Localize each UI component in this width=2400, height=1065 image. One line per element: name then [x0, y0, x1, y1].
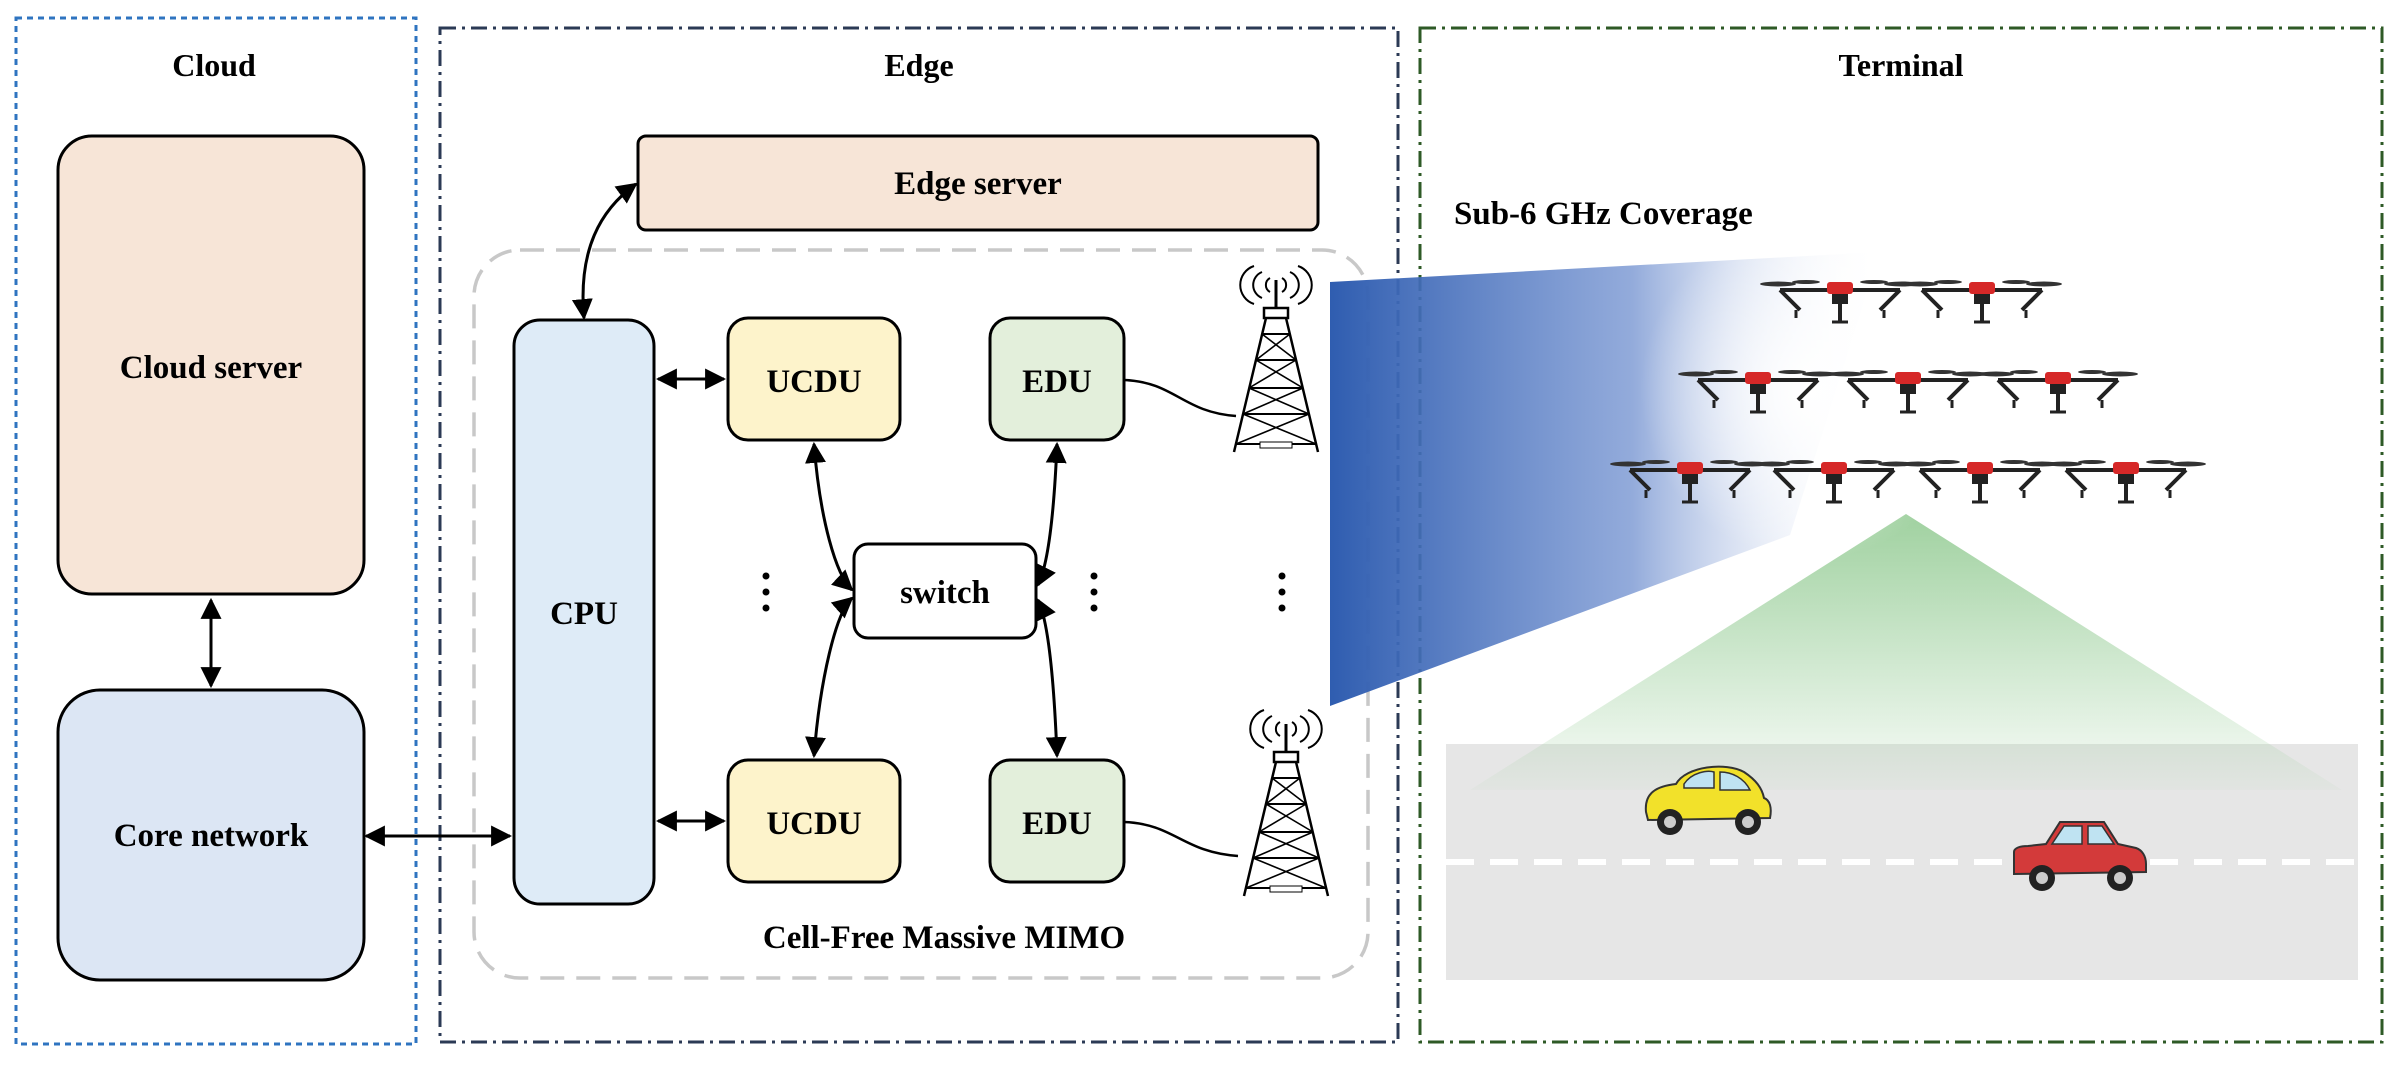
ucdu-bottom-switch-link: [805, 596, 854, 759]
cell-free-label: Cell-Free Massive MIMO: [763, 920, 1125, 956]
edu-top-tower-cable: [1123, 378, 1237, 418]
edu-bottom-box: [988, 758, 1126, 884]
cpu-label: CPU: [550, 596, 618, 632]
ucdu-top-label: UCDU: [766, 364, 861, 400]
cloud-panel-title: Cloud: [172, 47, 256, 83]
cloud-server-label: Cloud server: [120, 350, 302, 386]
drone-icon: [2044, 458, 2208, 504]
cpu-edge-server-link: [571, 182, 638, 321]
ucdu-bottom-label: UCDU: [766, 806, 861, 842]
vertical-ellipsis-ucdu: [762, 572, 770, 612]
car-icon: [1644, 765, 1772, 835]
car-icon: [2013, 821, 2147, 891]
core-network-label: Core network: [114, 818, 309, 854]
edu-bottom-tower-cable: [1123, 820, 1239, 858]
terminal-panel-title: Terminal: [1838, 47, 1963, 83]
cloud-server-box: [56, 134, 366, 596]
coverage-label: Sub-6 GHz Coverage: [1454, 196, 1753, 232]
edge-server-label: Edge server: [894, 166, 1062, 202]
drone-icon: [1976, 368, 2140, 414]
edu-top-label: EDU: [1022, 364, 1092, 400]
edge-panel-title: Edge: [884, 47, 953, 83]
switch-label: switch: [900, 575, 990, 611]
switch-box: [852, 542, 1038, 640]
edu-bottom-switch-link: [1036, 598, 1067, 759]
ucdu-bottom-box: [726, 758, 902, 884]
tower-icon: [1242, 708, 1330, 898]
vertical-ellipsis-edu: [1090, 572, 1098, 612]
edu-bottom-label: EDU: [1022, 806, 1092, 842]
ucdu-top-switch-link: [805, 441, 854, 592]
edu-top-switch-link: [1036, 441, 1067, 587]
cloud-panel-border: [14, 16, 418, 1046]
ucdu-top-box: [726, 316, 902, 442]
terminal-panel: Terminal Sub-6 GHz Coverage: [1330, 26, 2384, 1044]
edge-panel: Edge Edge server Cell-Free Massive MIMO …: [363, 26, 1400, 1044]
edu-top-box: [988, 316, 1126, 442]
tower-icon: [1232, 264, 1320, 454]
vertical-ellipsis-tower: [1278, 572, 1286, 612]
edge-server-box: [636, 134, 1320, 232]
cloud-panel: Cloud Cloud server Core network: [14, 16, 418, 1046]
drone-coverage-cone: [1470, 514, 2342, 790]
